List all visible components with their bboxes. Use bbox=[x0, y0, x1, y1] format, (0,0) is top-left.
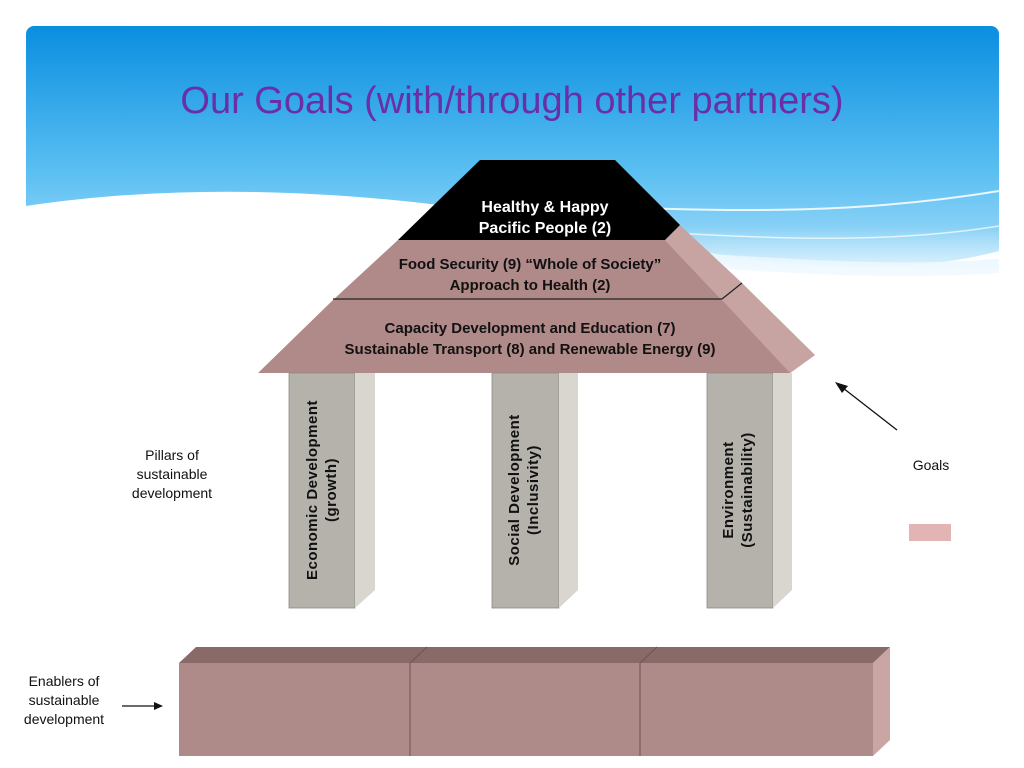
pillars-note-line-2: sustainable bbox=[136, 466, 208, 482]
enablers-note: Enablers of sustainable development bbox=[10, 672, 118, 729]
pillar-social-line-1: Social Development bbox=[506, 414, 523, 566]
pillar-economic-label: Economic Development (growth) bbox=[292, 370, 352, 610]
pillars-note: Pillars of sustainable development bbox=[118, 446, 226, 503]
pillar-economic bbox=[288, 372, 375, 609]
roof-side-divider bbox=[721, 282, 743, 300]
pillar-environment-line-1: Environment bbox=[720, 441, 737, 539]
roof-middle-line-1: Food Security (9) “Whole of Society” bbox=[398, 256, 662, 273]
goals-legend-swatch bbox=[909, 524, 951, 541]
goals-arrow bbox=[835, 382, 898, 431]
roof-bottom-tier bbox=[258, 300, 815, 373]
roof-bottom-line-2: Sustainable Transport (8) and Renewable … bbox=[344, 341, 716, 358]
pillar-economic-line-1: Economic Development bbox=[304, 399, 321, 581]
pillar-social-label: Social Development (Inclusivity) bbox=[494, 370, 554, 610]
roof-middle-line-2: Approach to Health (2) bbox=[449, 277, 611, 294]
enablers-note-line-2: sustainable bbox=[28, 692, 100, 708]
roof-middle-label: Food Security (9) “Whole of Society” App… bbox=[340, 254, 720, 296]
pillar-environment bbox=[706, 372, 792, 609]
roof-bottom-label: Capacity Development and Education (7) S… bbox=[270, 318, 790, 360]
pillar-social bbox=[491, 372, 578, 609]
goals-note: Goals bbox=[912, 457, 950, 473]
pillar-social-line-2: (Inclusivity) bbox=[525, 445, 542, 535]
pillar-environment-line-2: (Sustainability) bbox=[739, 432, 756, 548]
enablers-note-line-3: development bbox=[23, 711, 105, 727]
pillars-note-line-3: development bbox=[131, 485, 213, 501]
roof-bottom-line-1: Capacity Development and Education (7) bbox=[384, 320, 676, 337]
enablers-arrow bbox=[122, 702, 163, 710]
roof-middle-tier bbox=[333, 240, 722, 300]
roof-side-face bbox=[665, 225, 815, 373]
enablers-note-line-1: Enablers of bbox=[28, 673, 100, 689]
page-title: Our Goals (with/through other partners) bbox=[180, 80, 844, 122]
roof-apex bbox=[398, 160, 680, 240]
enablers-base bbox=[179, 646, 890, 756]
roof-apex-line-1: Healthy & Happy bbox=[481, 199, 609, 216]
pillars-note-line-1: Pillars of bbox=[145, 447, 199, 463]
roof-apex-label: Healthy & Happy Pacific People (2) bbox=[430, 197, 660, 239]
pillar-environment-label: Environment (Sustainability) bbox=[708, 370, 768, 610]
roof-apex-line-2: Pacific People (2) bbox=[478, 220, 612, 237]
pillar-economic-line-2: (growth) bbox=[323, 458, 340, 522]
